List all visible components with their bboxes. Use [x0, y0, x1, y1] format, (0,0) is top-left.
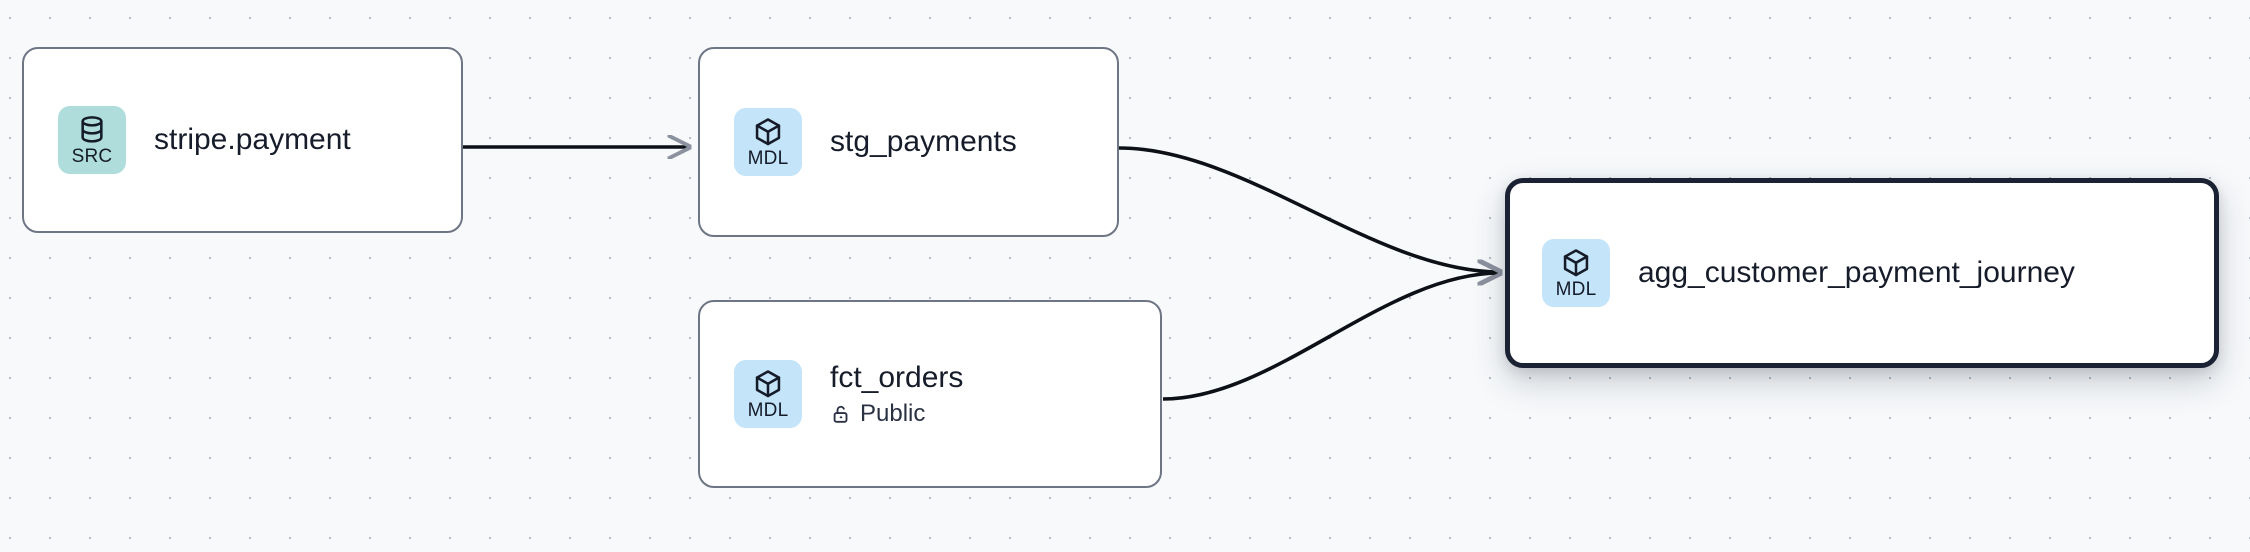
node-badge-label: SRC: [71, 146, 113, 167]
lineage-node-stg-payments[interactable]: MDL stg_payments: [698, 47, 1119, 237]
lineage-node-agg-customer-payment-journey[interactable]: MDL agg_customer_payment_journey: [1505, 178, 2219, 368]
node-badge-src: SRC: [58, 106, 126, 174]
lineage-node-stripe-payment[interactable]: SRC stripe.payment: [22, 47, 463, 233]
node-badge-mdl: MDL: [734, 108, 802, 176]
node-visibility: Public: [830, 401, 963, 427]
database-icon: [81, 116, 103, 143]
node-text-block: agg_customer_payment_journey: [1638, 256, 2075, 290]
node-text-block: stg_payments: [830, 125, 1017, 159]
node-badge-mdl: MDL: [1542, 239, 1610, 307]
node-title: stripe.payment: [154, 123, 351, 156]
node-badge-label: MDL: [747, 400, 789, 421]
lineage-node-fct-orders[interactable]: MDL fct_orders Public: [698, 300, 1162, 488]
node-text-block: stripe.payment: [154, 123, 351, 157]
cube-icon: [755, 118, 781, 146]
node-badge-label: MDL: [1555, 279, 1597, 300]
cube-icon: [1563, 249, 1589, 277]
node-title: agg_customer_payment_journey: [1638, 256, 2075, 289]
node-title: fct_orders: [830, 361, 964, 394]
node-badge-mdl: MDL: [734, 360, 802, 428]
unlock-icon: [833, 405, 848, 423]
node-text-block: fct_orders Public: [830, 361, 963, 427]
edge-fct-orders-to-agg-customer-payment-journey: [1162, 273, 1500, 401]
edge-stg-payments-to-agg-customer-payment-journey: [1118, 146, 1500, 272]
node-visibility-label: Public: [860, 400, 926, 427]
cube-icon: [755, 370, 781, 398]
node-title: stg_payments: [830, 125, 1017, 158]
node-badge-label: MDL: [747, 148, 789, 169]
